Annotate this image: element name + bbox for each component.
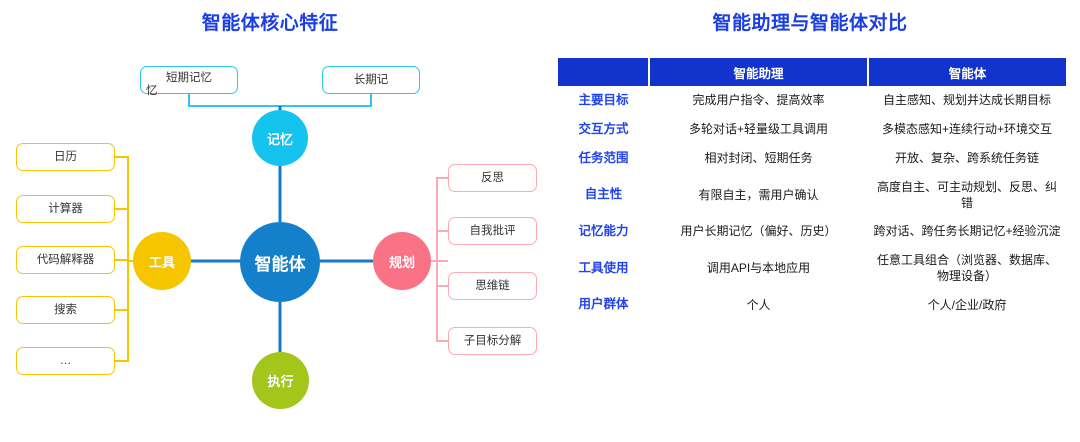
cell-assistant: 相对封闭、短期任务 [704,151,813,166]
table-row: 工具使用 调用API与本地应用 任意工具组合（浏览器、数据库、物理设备） [558,246,1066,290]
leaf-planning-chain-of-thought[interactable]: 思维链 [448,272,537,300]
leaf-tool-calendar[interactable]: 日历 [16,143,115,171]
leaf-label: 短期记忆 [166,72,212,84]
cell-assistant: 用户长期记忆（偏好、历史） [680,224,837,239]
cell-assistant: 个人 [746,297,771,312]
leaf-planning-self-critique[interactable]: 自我批评 [448,217,537,245]
row-label: 主要目标 [578,93,629,107]
row-label: 任务范围 [578,150,629,165]
row-label: 工具使用 [578,260,629,275]
table-row: 主要目标 完成用户指令、提高效率 自主感知、规划并达成长期目标 [558,86,1066,115]
row-label: 记忆能力 [578,224,629,238]
cell-assistant: 调用API与本地应用 [706,260,811,275]
comparison-panel: 智能助理与智能体对比 智能助理 智能体 主要目标 完成用户指令、提高效率 自主感知、… [540,0,1080,442]
cell-assistant: 完成用户指令、提高效率 [692,93,825,108]
row-label: 自主性 [584,187,623,202]
page-title-right: 智能助理与智能体对比 [712,13,908,34]
leaf-planning-subgoal-decomposition[interactable]: 子目标分解 [448,327,537,355]
column-header-agent: 智能体 [868,58,1066,86]
cell-agent: 高度自主、可主动规划、反思、纠错 [876,179,1057,210]
leaf-tool-calculator[interactable]: 计算器 [16,195,115,223]
cell-agent: 任意工具组合（浏览器、数据库、物理设备） [876,252,1057,284]
cell-agent: 跨对话、跨任务长期记忆+经验沉淀 [873,224,1061,239]
cell-agent: 多模态感知+连续行动+环境交互 [881,122,1053,137]
cell-assistant: 有限自主，需用户确认 [698,187,819,202]
cell-agent: 个人/企业/政府 [927,297,1007,312]
column-header-assistant: 智能助理 [649,58,869,86]
leaf-memory-short-term[interactable]: 短期记忆 忆 [140,66,238,97]
node-execution[interactable]: 执行 [252,352,309,409]
table-row: 交互方式 多轮对话+轻量级工具调用 多模态感知+连续行动+环境交互 [558,115,1066,144]
mindmap-connectors [115,94,448,362]
cell-agent: 开放、复杂、跨系统任务链 [894,151,1039,166]
node-tools[interactable]: 工具 [133,232,191,290]
table-header-row: 智能助理 智能体 [558,58,1066,86]
cell-agent: 自主感知、规划并达成长期目标 [882,93,1051,108]
node-agent[interactable]: 智能体 [240,222,320,302]
row-label: 用户群体 [578,297,629,312]
column-header-blank [558,58,650,86]
leaf-tool-more[interactable]: … [16,347,115,375]
leaf-planning-reflection[interactable]: 反思 [448,164,537,192]
row-label: 交互方式 [578,121,629,136]
comparison-table: 智能助理 智能体 主要目标 完成用户指令、提高效率 自主感知、规划并达成长期目标交互… [558,58,1066,319]
leaf-label-overflow: 忆 [146,85,158,97]
table-row: 记忆能力 用户长期记忆（偏好、历史） 跨对话、跨任务长期记忆+经验沉淀 [558,217,1066,246]
page-title-left: 智能体核心特征 [201,13,339,34]
mindmap-canvas: 智能体 记忆 工具 规划 执行 短期记忆 忆 长期记 日历 计算器 代码解释器 … [16,66,537,409]
leaf-tool-search[interactable]: 搜索 [16,296,115,324]
leaf-memory-long-term[interactable]: 长期记 [322,66,420,94]
mindmap-panel: 智能体核心特征 智能体 记忆 [16,13,537,409]
node-planning[interactable]: 规划 [373,232,431,290]
table-row: 用户群体 个人 个人/企业/政府 [558,290,1066,319]
leaf-tool-code-interpreter[interactable]: 代码解释器 [16,246,115,274]
node-memory[interactable]: 记忆 [252,110,308,166]
table-row: 自主性 有限自主，需用户确认 高度自主、可主动规划、反思、纠错 [558,173,1066,217]
cell-assistant: 多轮对话+轻量级工具调用 [688,122,828,137]
table-row: 任务范围 相对封闭、短期任务 开放、复杂、跨系统任务链 [558,144,1066,173]
